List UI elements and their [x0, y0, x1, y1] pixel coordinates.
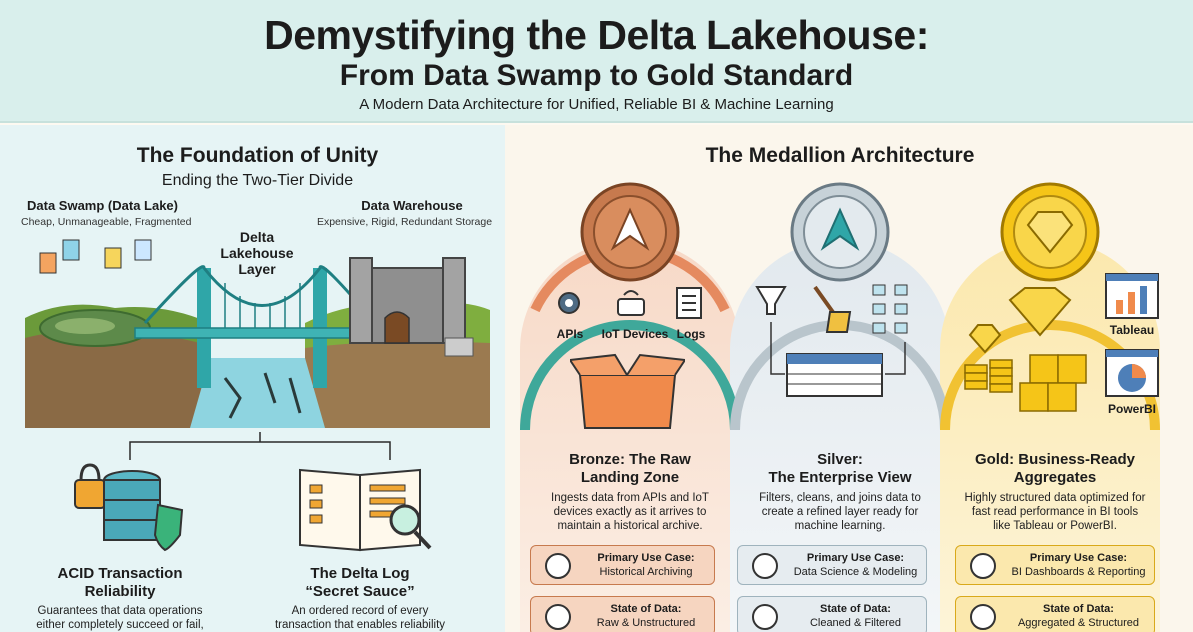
silver-medal-icon	[790, 182, 890, 282]
gold-desc-1: Highly structured data optimized for	[964, 492, 1146, 504]
gold-medal-icon	[1000, 182, 1100, 282]
log-title-2: “Secret Sauce”	[305, 583, 415, 600]
open-box-icon	[570, 353, 685, 429]
bronze-use-value: Historical Archiving	[599, 566, 693, 578]
sparkle-icon	[752, 604, 778, 630]
gold-gems-blocks-illustration	[964, 287, 1087, 412]
bronze-medal-icon	[580, 182, 680, 282]
silver-title-2: The Enterprise View	[768, 469, 912, 486]
bronze-desc-1: Ingests data from APIs and IoT	[551, 492, 709, 504]
bronze-state-value: Raw & Unstructured	[596, 617, 696, 629]
log-desc-2: transaction that enables reliability	[274, 619, 446, 631]
silver-use-label: Primary Use Case:	[806, 552, 905, 564]
bronze-source-0: APIs	[556, 327, 584, 341]
bronze-desc-3: maintain a historical archive.	[557, 520, 703, 532]
bronze-state-pill: State of Data: Raw & Unstructured	[530, 596, 715, 632]
gold-use-case-pill: Primary Use Case: BI Dashboards & Report…	[955, 545, 1155, 585]
foundation-subtitle: Ending the Two-Tier Divide	[161, 172, 354, 189]
bronze-use-label: Primary Use Case:	[597, 552, 695, 564]
gold-desc-2: fast read performance in BI tools	[971, 506, 1139, 518]
bridge-label-2: Lakehouse	[220, 245, 294, 261]
acid-title-1: ACID Transaction	[57, 565, 183, 582]
silver-use-value: Data Science & Modeling	[793, 566, 918, 578]
bridge-label-1: Delta	[239, 229, 275, 245]
clock-icon	[545, 553, 571, 579]
swamp-title: Data Swamp (Data Lake)	[27, 198, 178, 213]
log-title-1: The Delta Log	[310, 565, 410, 582]
header-banner: Demystifying the Delta Lakehouse: From D…	[0, 0, 1193, 123]
swamp-bridge-warehouse-illustration	[25, 239, 490, 428]
dashboard-icon	[970, 553, 996, 579]
bronze-source-2: Logs	[676, 327, 706, 341]
bronze-title-1: Bronze: The Raw	[569, 451, 691, 468]
bronze-use-case-pill: Primary Use Case: Historical Archiving	[530, 545, 715, 585]
bar-chart-icon	[1105, 273, 1159, 319]
warehouse-desc: Expensive, Rigid, Redundant Storage	[316, 216, 493, 228]
gold-desc-3: like Tableau or PowerBI.	[993, 520, 1117, 532]
gear-icon	[558, 292, 580, 314]
gold-use-value: BI Dashboards & Reporting	[1011, 566, 1146, 578]
acid-desc-1: Guarantees that data operations	[37, 605, 203, 617]
silver-state-label: State of Data:	[820, 603, 891, 615]
connector-lines	[129, 432, 391, 460]
foundation-title: The Foundation of Unity	[136, 144, 379, 167]
gold-use-label: Primary Use Case:	[1029, 552, 1128, 564]
silver-pipeline-illustration	[755, 284, 908, 397]
gold-state-value: Aggregated & Structured	[1017, 617, 1140, 629]
open-book-magnifier-icon	[299, 468, 432, 552]
page-title: Demystifying the Delta Lakehouse:	[264, 12, 929, 58]
bronze-source-1: IoT Devices	[601, 327, 669, 341]
log-file-icon	[676, 287, 702, 319]
gold-title-1: Gold: Business-Ready	[974, 451, 1136, 468]
database-lock-shield-icon	[74, 463, 184, 552]
bridge-label-3: Layer	[238, 261, 276, 277]
gold-state-label: State of Data:	[1043, 603, 1114, 615]
gold-title-2: Aggregates	[1013, 469, 1097, 486]
acid-title-2: Reliability	[84, 583, 156, 600]
iot-device-icon	[617, 290, 645, 316]
page-tagline: A Modern Data Architecture for Unified, …	[359, 96, 834, 113]
gold-tool-0: Tableau	[1109, 323, 1155, 337]
bronze-title-2: Landing Zone	[580, 469, 680, 486]
gold-state-pill: State of Data: Aggregated & Structured	[955, 596, 1155, 632]
gold-tool-1: PowerBI	[1107, 402, 1156, 416]
medallion-title: The Medallion Architecture	[705, 144, 975, 167]
page-subtitle: From Data Swamp to Gold Standard	[339, 59, 854, 92]
bronze-desc-2: devices exactly as it arrives to	[553, 506, 707, 518]
swamp-desc: Cheap, Unmanageable, Fragmented	[21, 216, 192, 228]
silver-state-pill: State of Data: Cleaned & Filtered	[737, 596, 927, 632]
warehouse-title: Data Warehouse	[361, 198, 463, 213]
silver-desc-2: create a refined layer ready for	[761, 506, 919, 518]
silver-use-case-pill: Primary Use Case: Data Science & Modelin…	[737, 545, 927, 585]
silver-title-1: Silver:	[817, 451, 863, 468]
bronze-state-label: State of Data:	[610, 603, 682, 615]
hammer-icon	[545, 604, 571, 630]
pie-chart-icon	[1105, 349, 1159, 397]
acid-desc-2: either completely succeed or fail,	[36, 619, 204, 631]
silver-desc-3: machine learning.	[794, 520, 886, 532]
silver-desc-1: Filters, cleans, and joins data to	[759, 492, 921, 504]
silver-state-value: Cleaned & Filtered	[809, 617, 902, 629]
brain-icon	[752, 553, 778, 579]
trend-chart-icon	[970, 604, 996, 630]
log-desc-1: An ordered record of every	[291, 605, 429, 617]
